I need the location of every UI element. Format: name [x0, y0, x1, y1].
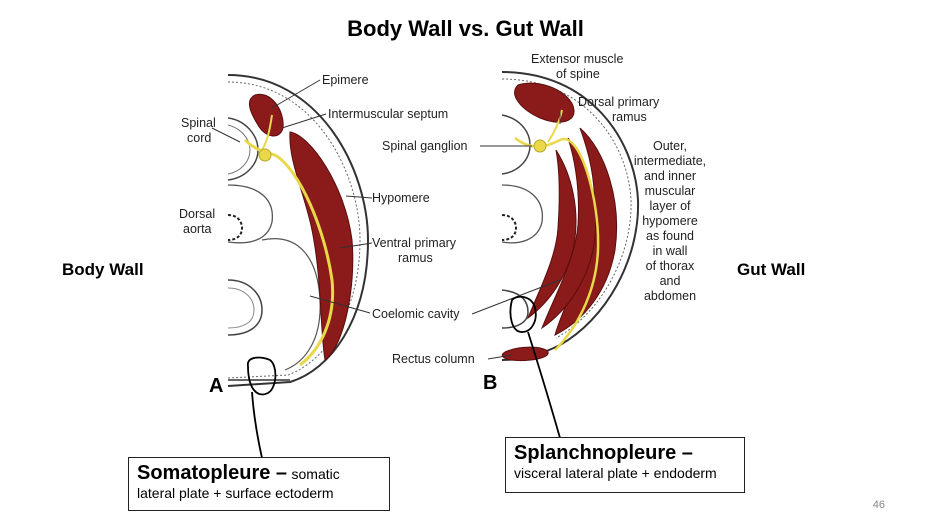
label-dorsal-aorta-line1: Dorsal — [179, 207, 216, 221]
muscle-layers-line: and — [659, 274, 681, 288]
label-intermuscular-septum: Intermuscular septum — [328, 107, 449, 121]
label-ventral-ramus-line1: Ventral primary — [372, 236, 457, 250]
somatopleure-term: Somatopleure – — [137, 462, 288, 484]
panel-b-letter: B — [483, 372, 498, 394]
muscle-layers-line: abdomen — [643, 289, 697, 303]
label-ventral-ramus-line2: ramus — [398, 251, 433, 265]
muscle-layers-line: intermediate, — [633, 154, 707, 168]
muscle-layers-line: muscular — [644, 184, 696, 198]
label-spinal-cord-line1: Spinal — [181, 116, 216, 130]
somatopleure-term-suffix: somatic — [291, 466, 340, 482]
panel-a-drawing — [227, 74, 370, 387]
panel-a-letter: A — [209, 375, 224, 397]
muscle-layers-line: of thorax — [645, 259, 695, 273]
muscle-layers-line: layer of — [649, 199, 691, 213]
somatopleure-box: Somatopleure – somatic lateral plate + s… — [128, 457, 390, 511]
label-spinal-ganglion: Spinal ganglion — [382, 139, 468, 153]
muscle-layers-line: as found — [646, 229, 694, 243]
muscle-layers-line: Outer, — [652, 139, 688, 153]
label-extensor-line2: of spine — [556, 67, 600, 81]
callout-marks — [247, 295, 561, 459]
label-coelomic-cavity: Coelomic cavity — [372, 307, 460, 321]
label-hypomere: Hypomere — [372, 191, 430, 205]
body-wall-label: Body Wall — [62, 260, 144, 279]
label-extensor-line1: Extensor muscle — [531, 52, 624, 66]
label-dorsal-aorta-line2: aorta — [183, 222, 212, 236]
muscle-layers-line: and inner — [643, 169, 697, 183]
muscle-layers-line: in wall — [652, 244, 688, 258]
label-dorsal-ramus-line1: Dorsal primary — [578, 95, 660, 109]
somatopleure-description: lateral plate + surface ectoderm — [137, 485, 334, 501]
label-spinal-cord-line2: cord — [187, 131, 212, 145]
slide-title: Body Wall vs. Gut Wall — [347, 16, 584, 41]
splanchnopleure-box: Splanchnopleure – visceral lateral plate… — [505, 437, 745, 493]
splanchnopleure-term: Splanchnopleure – — [514, 442, 693, 464]
label-dorsal-ramus-line2: ramus — [612, 110, 647, 124]
label-muscle-layers: Outer, intermediate, and inner muscular … — [620, 139, 720, 304]
muscle-layers-line: hypomere — [642, 214, 698, 228]
label-epimere: Epimere — [322, 73, 369, 87]
label-rectus-column: Rectus column — [392, 352, 475, 366]
page-number: 46 — [872, 499, 885, 511]
panel-b-drawing — [501, 71, 640, 361]
splanchnopleure-description: visceral lateral plate + endoderm — [514, 465, 717, 481]
gut-wall-label: Gut Wall — [737, 260, 806, 279]
